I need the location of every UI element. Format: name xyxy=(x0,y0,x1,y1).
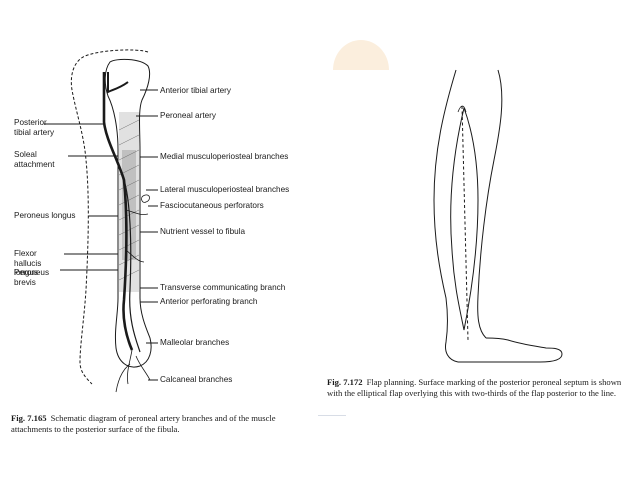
caption-number: Fig. 7.172 xyxy=(327,377,363,387)
fibula-diagram xyxy=(44,49,158,393)
label-soleal-attachment: Soleal attachment xyxy=(14,150,55,169)
label-calcaneal-branches: Calcaneal branches xyxy=(160,375,233,384)
label-anterior-perforating: Anterior perforating branch xyxy=(160,297,258,306)
caption-number: Fig. 7.165 xyxy=(11,413,47,423)
label-posterior-tibial-artery: Posterior tibial artery xyxy=(14,118,55,137)
label-transverse-communicating: Transverse communicating branch xyxy=(160,283,286,292)
label-malleolar-branches: Malleolar branches xyxy=(160,338,230,347)
label-anterior-tibial-artery: Anterior tibial artery xyxy=(160,86,231,95)
label-nutrient-vessel: Nutrient vessel to fibula xyxy=(160,227,246,236)
label-fasciocutaneous-perforators: Fasciocutaneous perforators xyxy=(160,201,264,210)
caption-text: Schematic diagram of peroneal artery bra… xyxy=(11,413,276,434)
leg-flap-drawing xyxy=(433,69,563,363)
label-peroneus-brevis: Peroneus brevis xyxy=(14,268,50,287)
label-medial-musculoperiosteal: Medial musculoperiosteal branches xyxy=(160,152,289,161)
divider-line xyxy=(318,415,346,416)
label-lateral-musculoperiosteal: Lateral musculoperiosteal branches xyxy=(160,185,290,194)
label-peroneus-longus: Peroneus longus xyxy=(14,211,76,220)
caption-text: Flap planning. Surface marking of the po… xyxy=(327,377,622,398)
label-flexor-hallucis-longus: Flexor hallucis longus xyxy=(14,249,42,277)
label-peroneal-artery: Peroneal artery xyxy=(160,111,216,120)
